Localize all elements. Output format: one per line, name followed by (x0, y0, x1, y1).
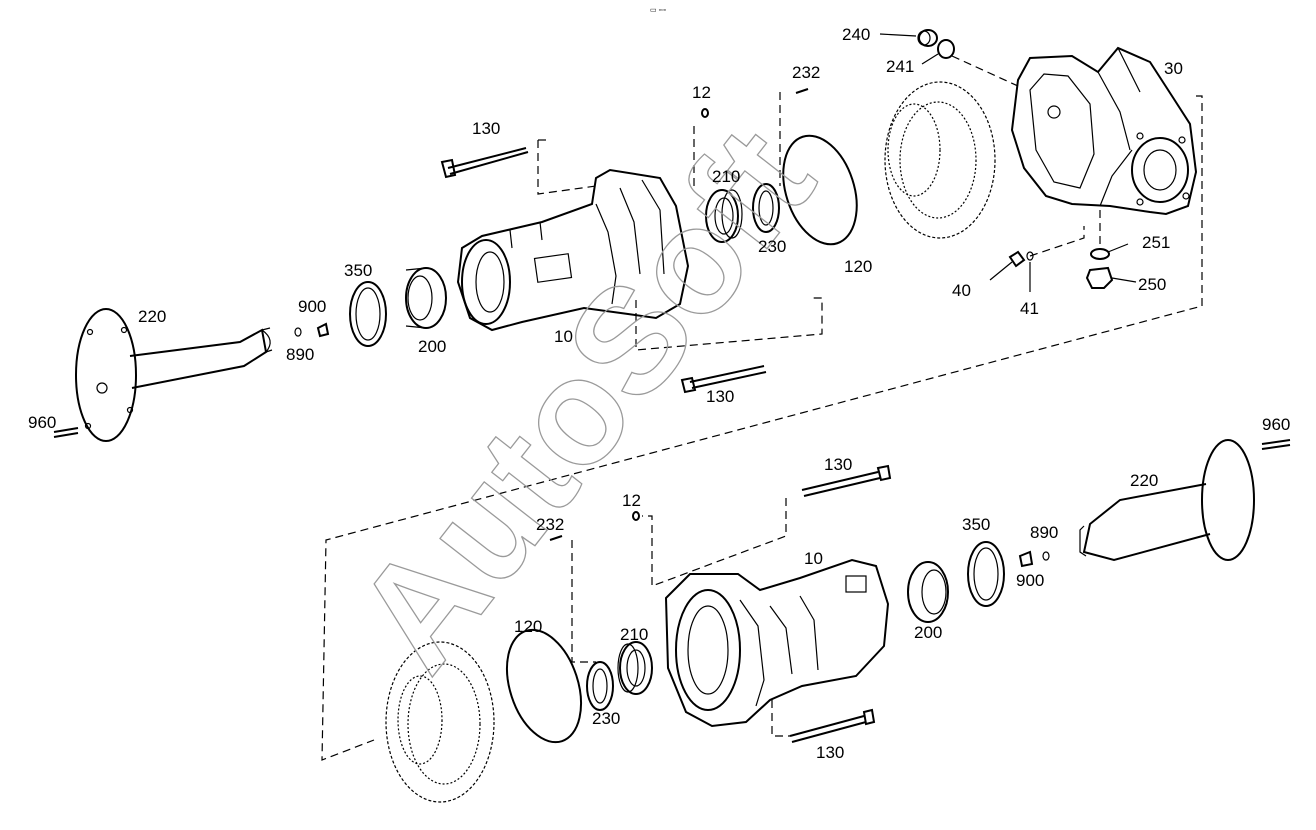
label-241: 241 (886, 57, 914, 76)
part-130-bolt-lower-a (801, 464, 892, 497)
part-flange-upper (884, 81, 996, 239)
part-232-pin-lower (549, 535, 563, 541)
label-250: 250 (1138, 275, 1166, 294)
part-12-pin-lower (632, 511, 640, 521)
part-210-bearing-lower (617, 641, 653, 695)
label-10: 10 (554, 327, 573, 346)
part-41-washer (1026, 251, 1034, 261)
label-232: 232 (792, 63, 820, 82)
part-120-o-ring-upper (782, 134, 858, 246)
part-120-o-ring-lower (506, 628, 582, 744)
part-130-bolt-upper-a (440, 147, 529, 179)
part-40-screw (1008, 250, 1026, 268)
part-240-cap (917, 29, 938, 47)
label-130: 130 (706, 387, 734, 406)
part-130-bolt-upper-b (680, 365, 767, 394)
part-250-plug (1085, 266, 1114, 289)
part-200-bearing-upper (405, 267, 447, 329)
part-30-housing (1010, 46, 1198, 216)
label-900: 900 (1016, 571, 1044, 590)
label-220: 220 (1130, 471, 1158, 490)
part-130-bolt-lower-b (789, 708, 876, 743)
label-12: 12 (692, 83, 711, 102)
part-900-nut-upper (316, 322, 330, 338)
label-12: 12 (622, 491, 641, 510)
part-10-housing-upper (456, 168, 690, 332)
label-130: 130 (816, 743, 844, 762)
label-210: 210 (620, 625, 648, 644)
part-890-washer-upper (294, 327, 302, 337)
label-230: 230 (592, 709, 620, 728)
label-130: 130 (824, 455, 852, 474)
label-251: 251 (1142, 233, 1170, 252)
label-120: 120 (514, 617, 542, 636)
part-220-shaft-lower (1079, 439, 1255, 562)
part-12-pin-upper (701, 108, 709, 118)
part-350-ring-lower (967, 541, 1005, 607)
part-251-seal (1090, 248, 1110, 260)
part-210-bearing-upper (705, 189, 743, 243)
part-350-ring-upper (349, 281, 387, 347)
label-10: 10 (804, 549, 823, 568)
part-900-nut-lower (1018, 550, 1034, 568)
part-890-washer-lower (1042, 551, 1050, 561)
label-890: 890 (286, 345, 314, 364)
label-200: 200 (418, 337, 446, 356)
part-960-stud-lower (1261, 439, 1291, 450)
leader-lines (321, 33, 1203, 761)
part-230-ring-upper (752, 183, 780, 233)
label-890: 890 (1030, 523, 1058, 542)
top-mark: ▭ ▫▫▫ (650, 7, 666, 14)
label-900: 900 (298, 297, 326, 316)
part-960-stud-upper (53, 427, 79, 438)
watermark: AutoSoft (322, 97, 845, 701)
watermark-text: AutoSoft (323, 97, 845, 699)
part-232-pin-upper (795, 88, 809, 94)
label-350: 350 (962, 515, 990, 534)
label-960: 960 (1262, 415, 1290, 434)
part-230-ring-lower (586, 661, 614, 711)
label-350: 350 (344, 261, 372, 280)
part-200-bearing-lower (907, 561, 949, 623)
label-210: 210 (712, 167, 740, 186)
label-960: 960 (28, 413, 56, 432)
label-232: 232 (536, 515, 564, 534)
label-200: 200 (914, 623, 942, 642)
label-41: 41 (1020, 299, 1039, 318)
label-240: 240 (842, 25, 870, 44)
label-40: 40 (952, 281, 971, 300)
label-120: 120 (844, 257, 872, 276)
label-130: 130 (472, 119, 500, 138)
part-241-o-ring (937, 39, 955, 59)
part-flange-lower (385, 641, 495, 803)
part-220-shaft-upper (75, 308, 273, 442)
part-10-housing-lower (664, 558, 890, 728)
label-220: 220 (138, 307, 166, 326)
label-30: 30 (1164, 59, 1183, 78)
label-230: 230 (758, 237, 786, 256)
callout-labels: 240 241 30 232 12 130 210 230 120 251 25… (28, 25, 1290, 762)
